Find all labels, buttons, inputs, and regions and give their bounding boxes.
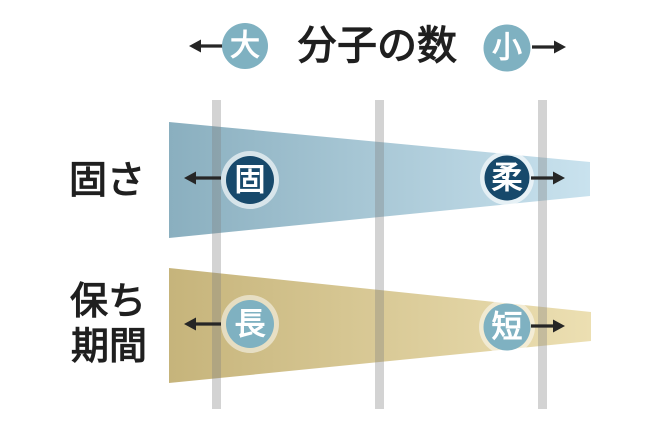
shelf-life-label-line2: 期間 [71,326,147,368]
divider-bar-2 [375,100,384,409]
shelf-life-left-arrow-icon [184,317,221,331]
molecule-count-title: 分子の数 [297,24,457,68]
small-circle [483,24,531,72]
hard-circle [226,156,274,204]
soft-circle-label: 柔 [492,161,523,196]
shelf-life-right-arrow-icon [531,319,565,333]
soft-circle [484,155,530,201]
large-circle [222,23,268,69]
long-circle-label: 長 [235,307,267,342]
short-circle-label: 短 [492,310,523,345]
small-circle-label: 小 [492,32,522,65]
long-circle [226,300,274,348]
shelf-life-wedge [169,268,591,383]
hardness-left-arrow-icon [184,171,221,185]
hardness-right-arrow-icon [531,171,565,185]
divider-bar-3 [538,100,547,409]
large-circle-label: 大 [230,30,260,63]
divider-bar-1 [212,100,221,409]
header-right-arrow-icon [532,40,566,54]
hardness-wedge [169,122,590,238]
shelf-life-label-line1: 保ち [70,281,146,323]
hardness-label: 固さ [69,160,145,202]
hard-circle-label: 固 [235,163,266,198]
header-left-arrow-icon [189,39,224,53]
short-circle [483,303,531,351]
